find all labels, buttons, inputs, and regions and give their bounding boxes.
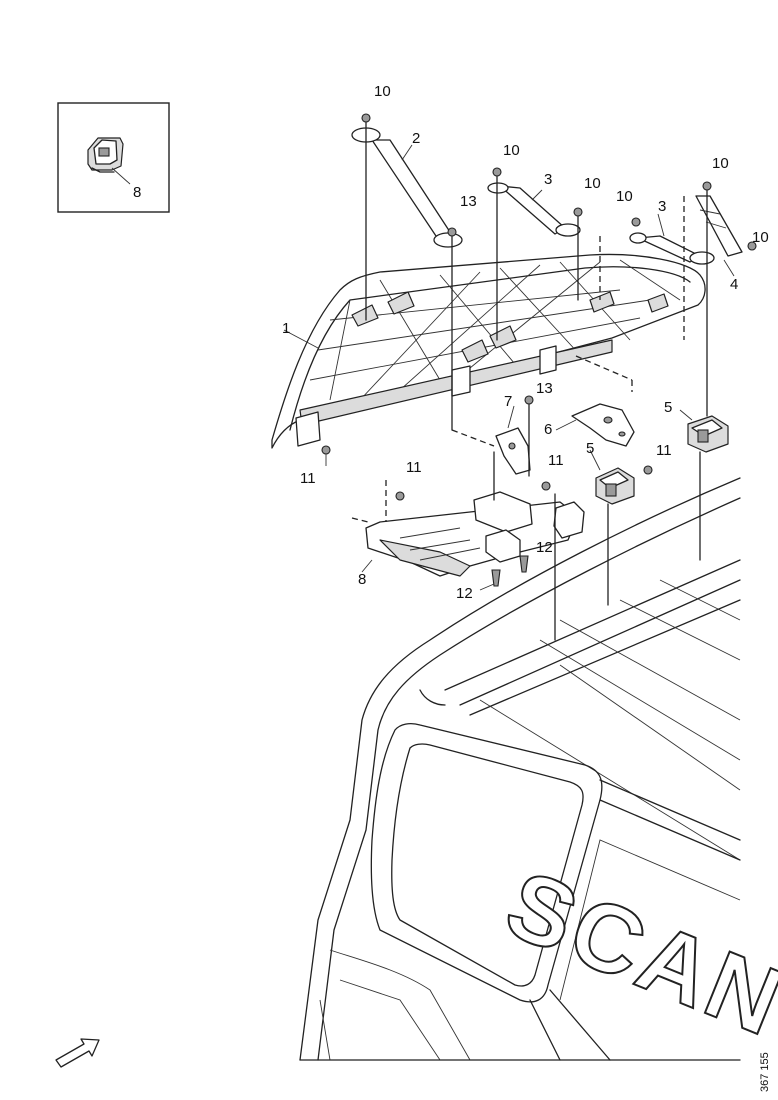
callout-11: 11	[548, 452, 564, 469]
callout-7: 7	[504, 393, 512, 410]
bracket-part-3-right	[629, 232, 715, 265]
callout-11: 11	[406, 459, 422, 476]
callout-3: 3	[658, 198, 666, 215]
cab-body: SCAN	[299, 477, 778, 1061]
callout-13: 13	[536, 380, 553, 397]
forward-arrow-icon	[55, 1038, 100, 1068]
callout-8: 8	[358, 571, 366, 588]
callout-4: 4	[730, 276, 738, 293]
fastener-set-10	[361, 113, 757, 251]
callout-1: 1	[282, 320, 290, 337]
callout-10: 10	[503, 142, 520, 159]
bracket-part-2	[351, 127, 463, 248]
callout-10: 10	[752, 229, 769, 246]
plate-part-6	[571, 403, 635, 447]
inset-detail-box: 8	[57, 102, 170, 213]
bracket-part-7	[495, 427, 531, 475]
callout-labels: 10 2 10 3 10 10 3 10 10 4 13 1 13 7 5 6 …	[282, 83, 769, 602]
bracket-part-4	[695, 195, 743, 257]
callout-12: 12	[456, 585, 473, 602]
callout-13: 13	[460, 193, 477, 210]
clip-part-5-left	[595, 467, 635, 505]
roof-panel-part-1	[271, 253, 706, 449]
clip-part-icon	[87, 137, 124, 173]
clip-part-5-right	[687, 415, 729, 453]
assembly-guide-lines	[351, 121, 708, 641]
reference-number: 367 155	[759, 1052, 771, 1092]
callout-10: 10	[374, 83, 391, 100]
callout-10: 10	[712, 155, 729, 172]
leader-lines	[283, 144, 735, 591]
callout-10: 10	[616, 188, 633, 205]
bracket-part-3-left	[487, 182, 581, 237]
callout-3: 3	[544, 171, 552, 188]
screw-set	[321, 227, 653, 587]
callout-12: 12	[536, 539, 553, 556]
callout-6: 6	[544, 421, 552, 438]
callout-11: 11	[300, 470, 316, 487]
callout-2: 2	[412, 130, 420, 147]
callout-5: 5	[586, 440, 594, 457]
callout-11: 11	[656, 442, 672, 459]
cab-logo: SCAN	[492, 850, 778, 1057]
inset-callout-8: 8	[133, 184, 141, 201]
callout-10: 10	[584, 175, 601, 192]
bracket-assembly-part-8	[365, 491, 585, 577]
callout-5: 5	[664, 399, 672, 416]
